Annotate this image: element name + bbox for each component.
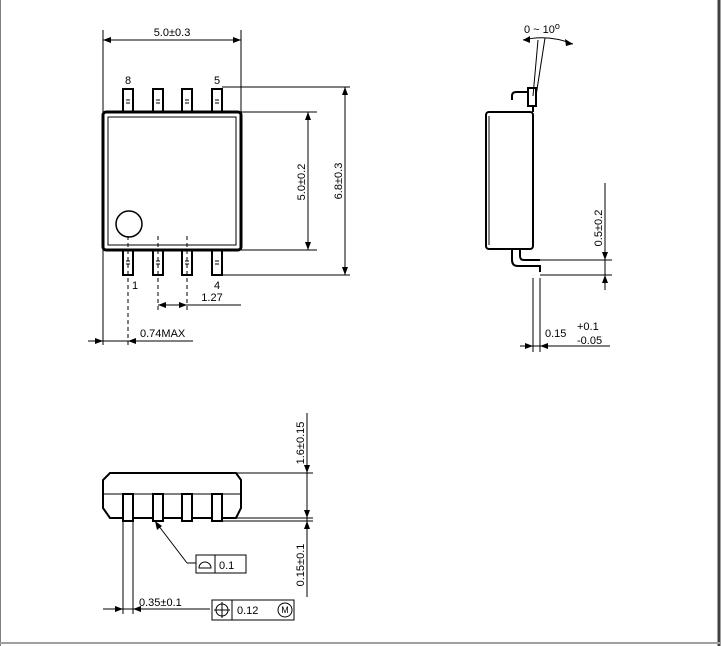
body-height-dim: 5.0±0.2	[296, 164, 308, 201]
pin-4-label: 4	[214, 280, 220, 292]
pin1-marker	[115, 210, 143, 238]
side-view: 0 ~ 10o 0.5±0.2 0.15 +0.1 -0.05	[485, 21, 612, 352]
flatness-value: 0.1	[219, 560, 234, 572]
top-view: 5.0±0.3 8 5 1 4	[88, 27, 350, 345]
lead-width-dim: 0.35±0.1	[139, 597, 182, 609]
offset-dim: 0.74MAX	[140, 328, 186, 340]
side-package-body	[485, 111, 534, 250]
thickness-upper-tol: +0.1	[577, 321, 599, 333]
standoff-dim: 0.15±0.1	[295, 544, 307, 587]
pin-1-label: 1	[132, 280, 138, 292]
mmc-modifier-icon	[277, 602, 293, 618]
pitch-dim: 1.27	[201, 292, 222, 304]
total-height-dim: 6.8±0.3	[333, 163, 345, 200]
angle-dim: 0 ~ 10o	[524, 21, 560, 36]
mmc-modifier: M	[281, 605, 289, 615]
pin-5-label: 5	[214, 75, 220, 87]
thickness-lower-tol: -0.05	[577, 335, 602, 347]
flatness-icon	[198, 561, 212, 569]
lead-length-dim: 0.5±0.2	[593, 210, 605, 247]
pin-8-label: 8	[125, 75, 131, 87]
height-dim: 1.6±0.15	[295, 422, 307, 465]
front-view: 1.6±0.15 0.15±0.1 0.1 0.35±0.1 0.12 M	[102, 413, 313, 621]
position-value: 0.12	[237, 605, 258, 617]
thickness-base: 0.15	[545, 328, 566, 340]
top-width-dim: 5.0±0.3	[154, 27, 191, 39]
